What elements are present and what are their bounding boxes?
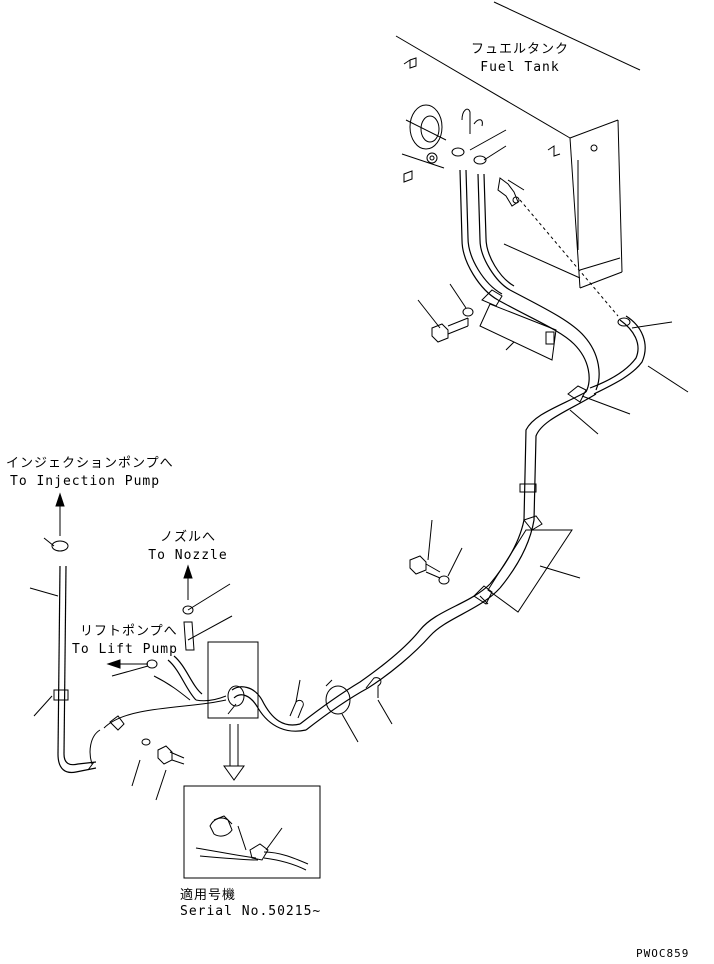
nozzle-label-en: To Nozzle bbox=[148, 548, 228, 563]
serial-label-en: Serial No.50215~ bbox=[180, 904, 322, 919]
injection-pump-label-en: To Injection Pump bbox=[10, 474, 161, 489]
fuel-tank-label-en: Fuel Tank bbox=[480, 60, 560, 75]
direction-arrows bbox=[106, 564, 245, 781]
lift-pump-label-jp: リフトポンプへ bbox=[80, 624, 178, 639]
injection-pump-label-jp: インジェクションポンプへ bbox=[6, 456, 174, 471]
fuel-tank bbox=[395, 1, 641, 317]
injection-pump-line bbox=[29, 492, 97, 774]
lift-pump-label-en: To Lift Pump bbox=[72, 642, 178, 657]
fuel-tank-label-jp: フュエルタンク bbox=[470, 42, 569, 57]
nozzle-label-jp: ノズルへ bbox=[159, 530, 216, 545]
drawing-code: PWOC859 bbox=[636, 947, 690, 960]
fuel-hose-route bbox=[87, 169, 689, 801]
detail-inset bbox=[183, 785, 321, 879]
serial-label-jp: 適用号機 bbox=[180, 888, 237, 903]
